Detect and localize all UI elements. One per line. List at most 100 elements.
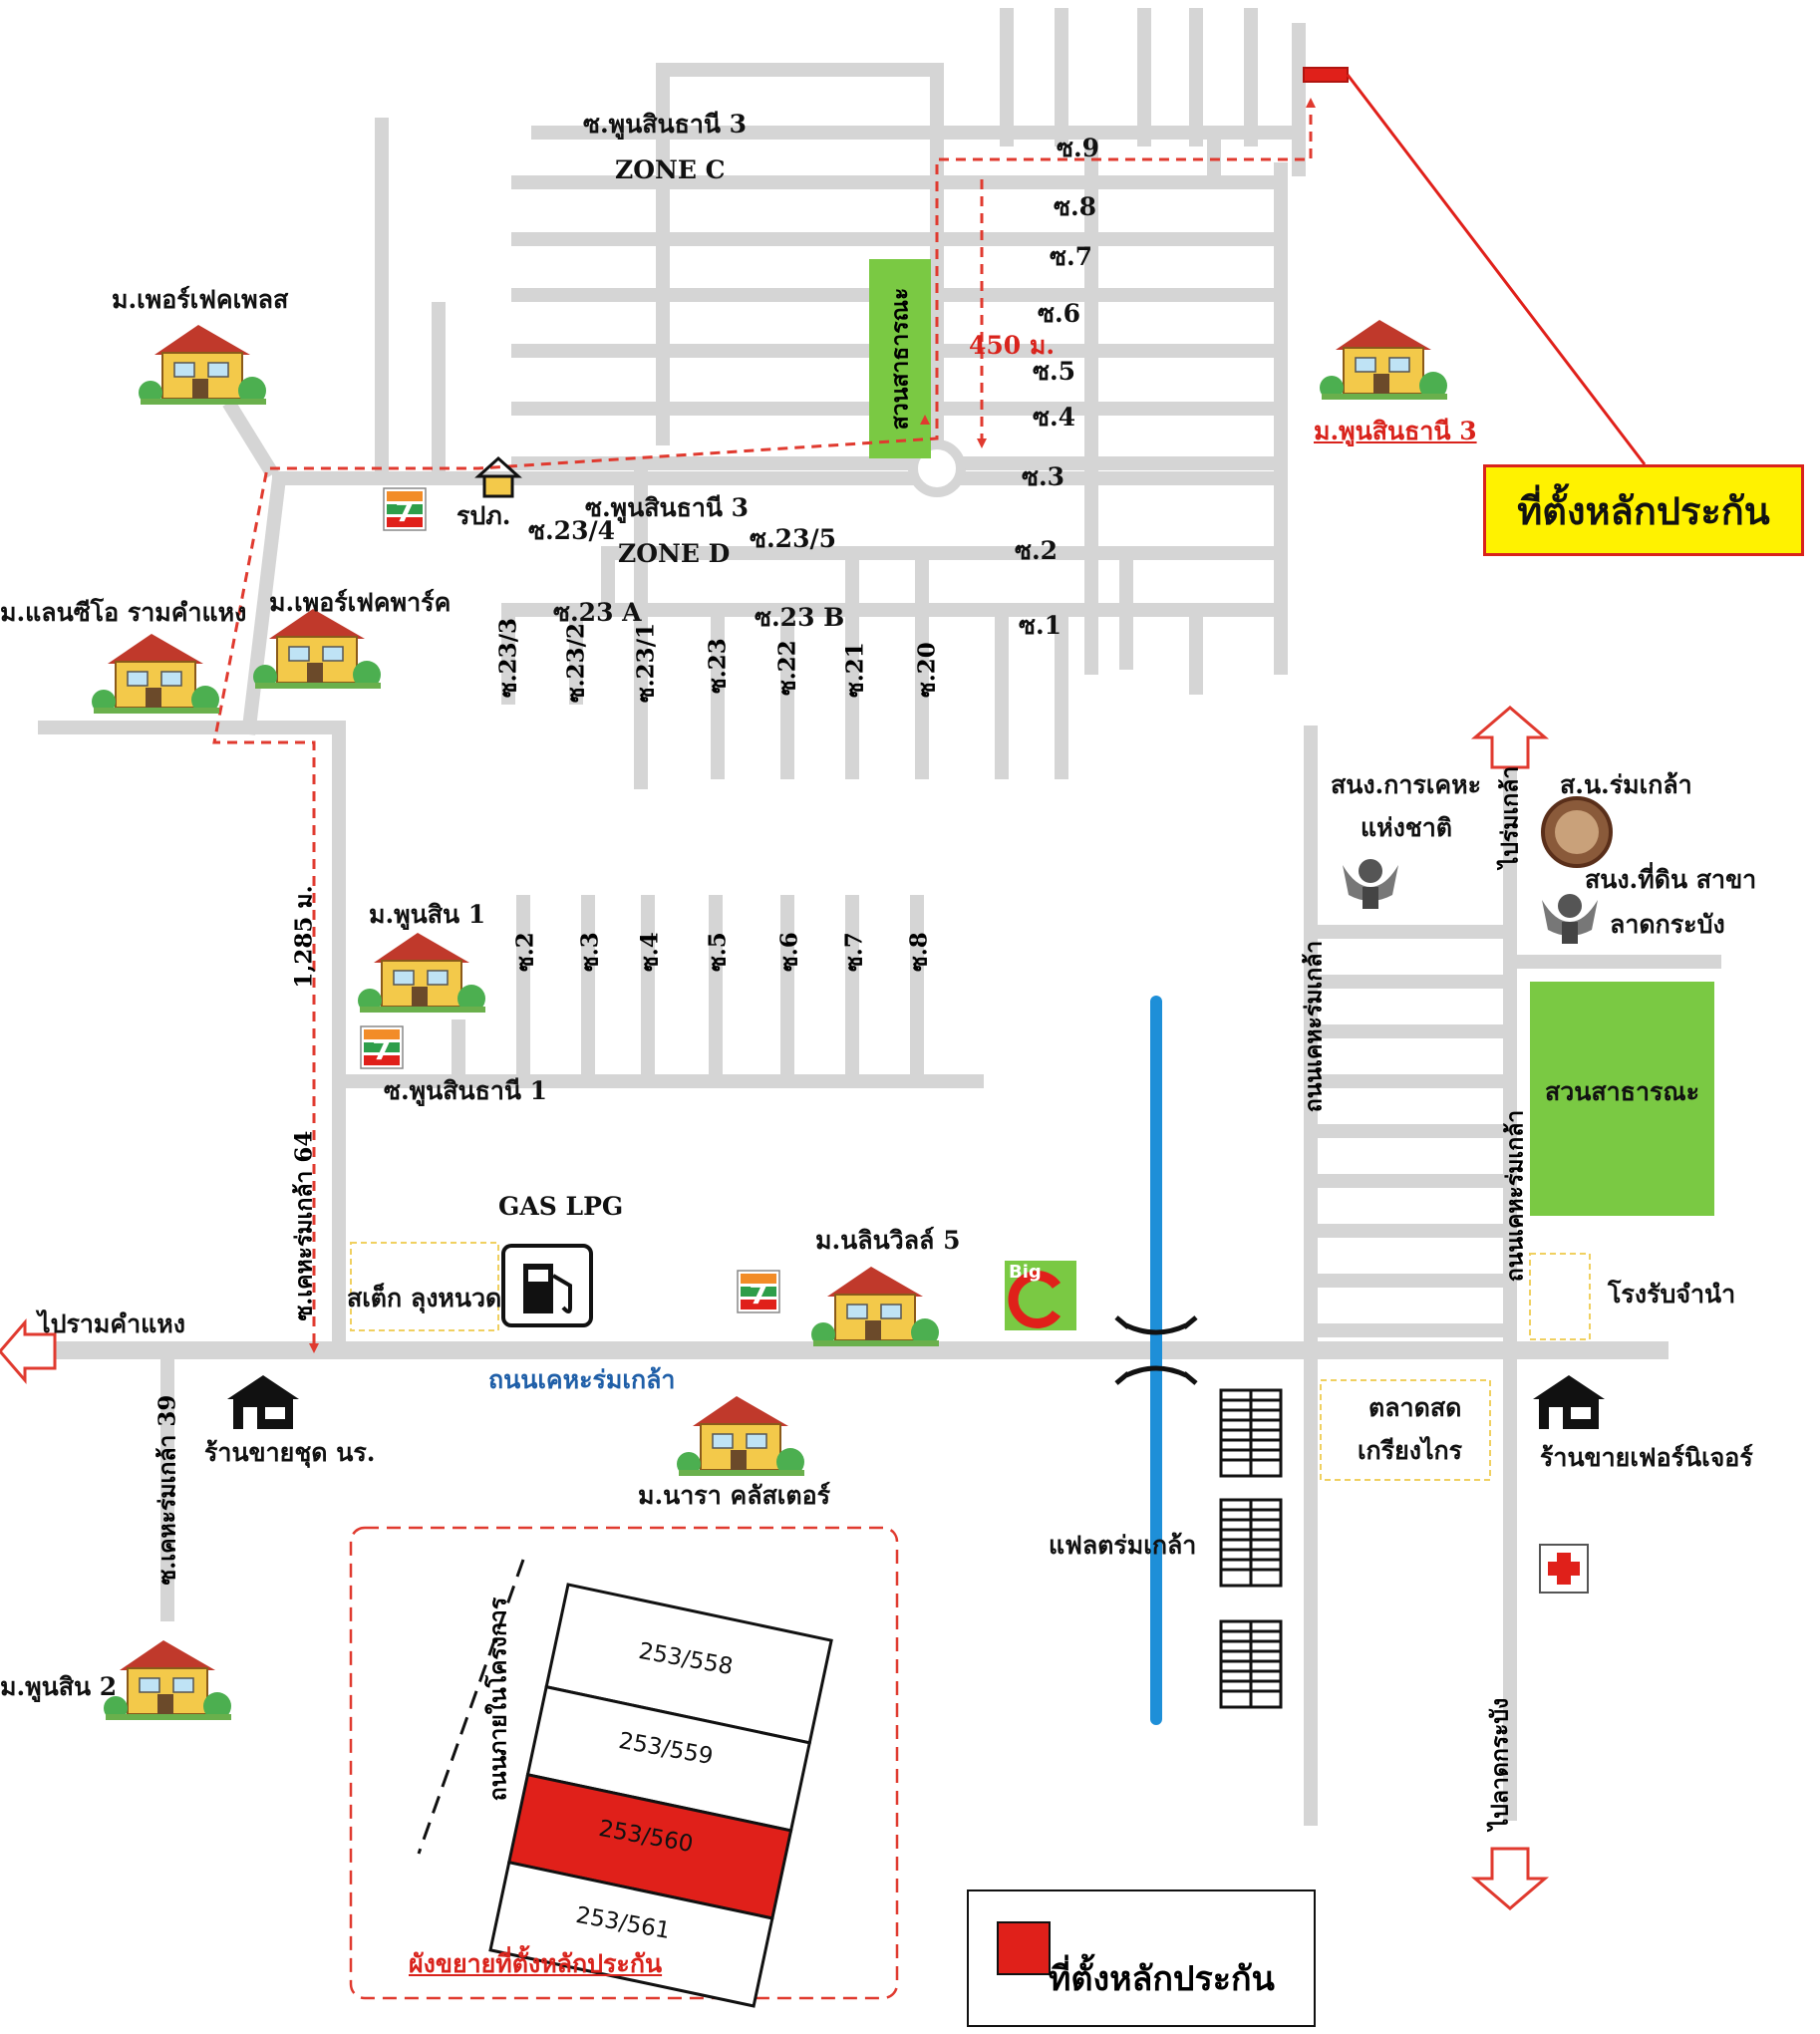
p-soi-5-label: ซ.5: [704, 932, 732, 972]
collateral-marker: [1303, 67, 1349, 83]
main-road-label: ถนนเคหะร่มเกล้า: [488, 1365, 676, 1394]
soi-kheha-39-label: ซ.เคหะร่มเกล้า 39: [153, 1394, 181, 1586]
arrow-up-icon: [1470, 706, 1550, 769]
furniture-shop-label: ร้านขายเฟอร์นิเจอร์: [1540, 1443, 1753, 1472]
gas-station-icon: [501, 1244, 593, 1327]
romklao-flats-label: แฟลตร่มเกล้า: [1049, 1531, 1197, 1560]
house-icon-perfect-park: [252, 608, 382, 690]
soi-phunsin1-label: ซ.พูนสินธานี 1: [384, 1076, 548, 1105]
flat-building-icon-1: [1219, 1388, 1283, 1478]
pawn-shop-label: โรงรับจำนำ: [1608, 1280, 1736, 1308]
big-c-logo: [1005, 1261, 1076, 1330]
soi-phunsin3-top-label: ซ.พูนสินธานี 3: [583, 110, 748, 139]
police-house-icon: [474, 455, 522, 498]
to-ramkhamhaeng-label: ไปรามคำแหง: [38, 1309, 185, 1338]
zone-c-label: ZONE C: [615, 155, 726, 184]
zone-d-label: ZONE D: [618, 539, 731, 568]
garuda-emblem-icon-land: [1542, 894, 1598, 944]
perfect-place-label: ม.เพอร์เฟคเพลส: [112, 285, 289, 314]
distance-450-label: 450 ม.: [969, 331, 1056, 360]
nalin-ville-label: ม.นลินวิลล์ 5: [815, 1226, 961, 1255]
soi-5-label: ซ.5: [1033, 357, 1076, 386]
gas-lpg-label: GAS LPG: [498, 1192, 624, 1221]
soi-phunsin3-mid-label: ซ.พูนสินธานี 3: [585, 493, 750, 522]
soi-23-5-label: ซ.23/5: [750, 524, 836, 553]
soi-1-label: ซ.1: [1019, 611, 1062, 640]
detail-frame: [349, 1526, 899, 2000]
garuda-emblem-icon-nha: [1343, 859, 1398, 909]
school-box: [350, 1242, 499, 1331]
soi-23-2-label: ซ.23/2: [562, 622, 590, 704]
soi-23b-label: ซ.23 B: [755, 603, 845, 632]
route-arrows: [309, 98, 1316, 1353]
nha-office-label: สนง.การเคหะ: [1331, 770, 1482, 799]
detail-caption: ผังขยายที่ตั้งหลักประกัน: [409, 1949, 663, 1978]
nara-cluster-label: ม.นารา คลัสเตอร์: [638, 1481, 831, 1510]
soi-kheha-64-label: ซ.เคหะร่มเกล้า 64: [290, 1130, 318, 1321]
uniform-shop-label: ร้านขายชุด นร.: [204, 1438, 376, 1467]
park-right: [1530, 982, 1714, 1216]
p-soi-3-label: ซ.3: [576, 932, 604, 972]
security-post-label: รปภ.: [456, 501, 511, 530]
distance-1285-label: 1,285 ม.: [290, 885, 318, 989]
bridge-icon: [1114, 1315, 1198, 1385]
leader-line: [1346, 74, 1647, 465]
collateral-callout: ที่ตั้งหลักประกัน: [1483, 464, 1804, 556]
phunsin-thani-3-village-label: ม.พูนสินธานี 3: [1314, 417, 1477, 445]
market-label: ตลาดสด: [1368, 1393, 1462, 1422]
soi-21-label: ซ.21: [841, 642, 869, 698]
house-icon-landsio: [91, 633, 220, 715]
soi-20-label: ซ.20: [913, 642, 941, 698]
road-kheha-romklao-vertical-label: ถนนเคหะร่มเกล้า: [1300, 940, 1328, 1113]
market-box: [1320, 1379, 1491, 1481]
road-kheha-romklao-vertical-label-2: ถนนเคหะร่มเกล้า: [1501, 1109, 1529, 1283]
seven-eleven-icon-1: [383, 487, 427, 531]
flat-building-icon-3: [1219, 1619, 1283, 1709]
shop-icon-furniture: [1533, 1375, 1605, 1429]
perfect-park-label: ม.เพอร์เฟคพาร์ค: [269, 588, 452, 617]
park-top: [869, 259, 931, 458]
lot-plan: [488, 1583, 833, 2008]
house-icon-phunsin1: [357, 932, 486, 1014]
p-soi-8-label: ซ.8: [905, 932, 933, 972]
soi-23a-label: ซ.23 A: [553, 598, 642, 627]
nha-office-label-2: แห่งชาติ: [1361, 813, 1453, 842]
soi-7-label: ซ.7: [1050, 242, 1093, 271]
soi-23-3-label: ซ.23/3: [494, 617, 522, 699]
pawn-box: [1529, 1253, 1591, 1340]
to-ladkrabang-label: ไปลาดกระบัง: [1486, 1697, 1514, 1831]
police-seal-icon: [1541, 796, 1613, 868]
shop-icon-uniform: [227, 1375, 299, 1429]
phunsin-2-label: ม.พูนสิน 2: [0, 1672, 118, 1701]
legend-label: ที่ตั้งหลักประกัน: [1049, 1959, 1275, 1999]
arrow-down-icon: [1470, 1847, 1550, 1910]
police-station-label: ส.น.ร่มเกล้า: [1560, 770, 1692, 799]
soi-2-label: ซ.2: [1015, 536, 1059, 565]
soi-6-label: ซ.6: [1038, 299, 1081, 328]
soi-9-label: ซ.9: [1057, 134, 1100, 162]
soi-4-label: ซ.4: [1033, 403, 1076, 432]
house-icon-nara: [676, 1395, 805, 1477]
park-top-label: สวนสาธารณะ: [886, 287, 914, 431]
house-icon-phunsin2: [103, 1639, 232, 1721]
seven-eleven-icon-3: [737, 1270, 780, 1313]
steak-shop-label: สเต็ก ลุงหนวด: [347, 1284, 502, 1312]
landsio-label: ม.แลนซีโอ รามคำแหง: [0, 598, 247, 627]
legend: ที่ตั้งหลักประกัน: [967, 1889, 1316, 2027]
house-icon-phunsin3: [1319, 319, 1448, 401]
to-romklao-label: ไปร่มเกล้า: [1496, 765, 1524, 869]
phunsin-1-label: ม.พูนสิน 1: [369, 900, 486, 929]
p-soi-4-label: ซ.4: [636, 932, 664, 972]
house-icon-perfect-place: [138, 324, 267, 406]
p-soi-7-label: ซ.7: [840, 932, 868, 972]
arrow-left-icon: [0, 1317, 57, 1385]
p-soi-2-label: ซ.2: [511, 932, 539, 972]
internal-road-label: ถนนภายในโครงการ: [484, 1597, 512, 1802]
seven-eleven-icon-2: [360, 1025, 404, 1069]
soi-23-4-label: ซ.23/4: [528, 516, 615, 545]
internal-road-line: [417, 1559, 525, 1855]
soi-8-label: ซ.8: [1054, 192, 1097, 221]
market-label-2: เกรียงไกร: [1358, 1436, 1463, 1465]
legend-swatch: [997, 1921, 1051, 1975]
